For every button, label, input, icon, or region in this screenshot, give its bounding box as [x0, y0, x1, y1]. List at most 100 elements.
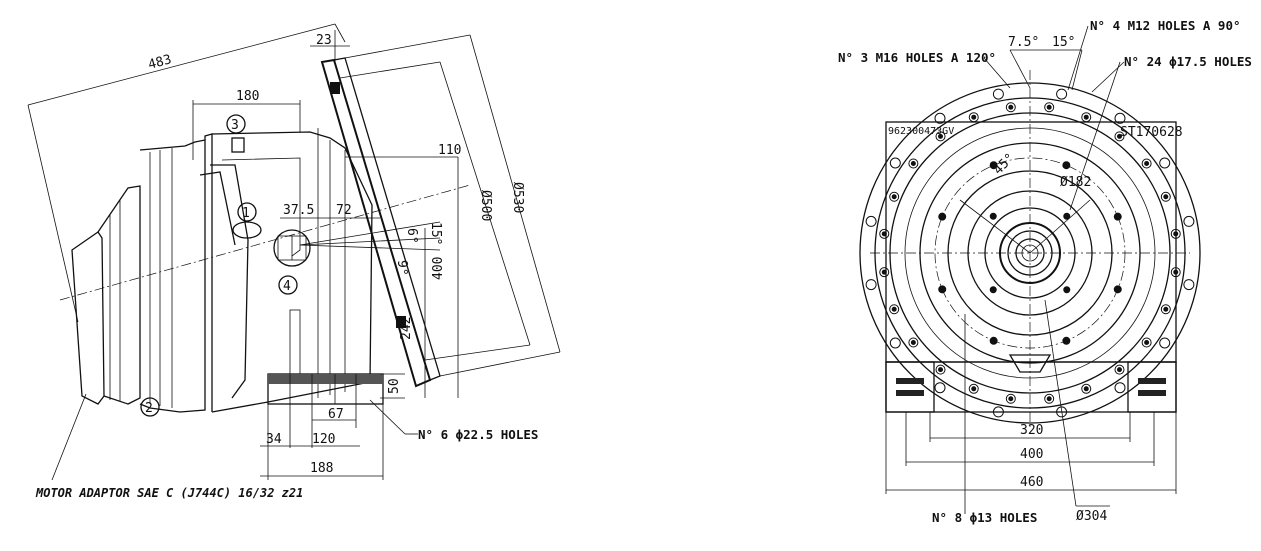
- bolt-hole: [992, 406, 1004, 418]
- bolt-hole: [971, 386, 977, 392]
- note-m12: N° 4 M12 HOLES A 90°: [1090, 18, 1241, 33]
- bolt-hole: [1056, 88, 1068, 100]
- angle-15-front: 15°: [1052, 35, 1075, 50]
- dim-188: 188: [310, 461, 333, 476]
- dim-37-5: 37.5: [283, 203, 314, 218]
- angle-7-5: 7.5°: [1008, 35, 1039, 50]
- bolt-hole: [1160, 304, 1171, 315]
- bolt-hole: [989, 286, 997, 294]
- bolt-hole: [1114, 364, 1125, 375]
- bolt-hole: [1183, 215, 1195, 227]
- bolt-hole: [889, 304, 900, 315]
- dim-110: 110: [438, 143, 461, 158]
- bolt-hole: [865, 215, 877, 227]
- bolt-hole: [1114, 112, 1126, 124]
- bolt-hole: [1008, 396, 1014, 402]
- front-view: 962300473GV ST170628 7.5° 15° 45° Ø182 N…: [838, 18, 1252, 525]
- dim-320: 320: [1020, 423, 1043, 438]
- dia-530: Ø530: [510, 182, 525, 213]
- angle-9: 9°: [394, 260, 409, 276]
- bolt-hole: [1159, 337, 1171, 349]
- bolt-hole: [879, 267, 890, 278]
- bolt-hole: [889, 157, 901, 169]
- bolt-hole: [1083, 386, 1089, 392]
- bolt-hole: [1173, 231, 1179, 237]
- bolt-hole: [910, 339, 916, 345]
- dia-304: Ø304: [1076, 509, 1107, 524]
- bolt-hole: [938, 285, 947, 294]
- dia-500: Ø500: [478, 190, 493, 221]
- bolt-hole: [891, 306, 897, 312]
- bolt-hole: [1160, 191, 1171, 202]
- dim-34: 34: [266, 432, 282, 447]
- bolt-hole: [1062, 161, 1071, 170]
- bolt-hole: [1005, 393, 1016, 404]
- callout-3: 3: [231, 118, 239, 133]
- bolt-hole: [1044, 393, 1055, 404]
- bolt-hole: [1183, 279, 1195, 291]
- bolt-hole: [1144, 339, 1150, 345]
- bolt-hole: [1063, 286, 1071, 294]
- bolt-hole: [1081, 383, 1092, 394]
- bolt-hole: [1173, 269, 1179, 275]
- bolt-hole: [1044, 102, 1055, 113]
- dim-400-front: 400: [1020, 447, 1043, 462]
- note-motor-adaptor: MOTOR ADAPTOR SAE C (J744C) 16/32 z21: [35, 486, 303, 500]
- bolt-hole: [910, 161, 916, 167]
- callout-4: 4: [283, 279, 291, 294]
- bolt-hole: [934, 112, 946, 124]
- bolt-hole: [989, 336, 998, 345]
- bolt-hole: [1170, 228, 1181, 239]
- bolt-hole: [1081, 112, 1092, 123]
- bolt-hole: [889, 191, 900, 202]
- callout-2: 2: [145, 401, 153, 416]
- bolt-hole: [1005, 102, 1016, 113]
- callout-1: 1: [242, 206, 250, 221]
- dim-242: 242: [399, 317, 414, 340]
- bolt-hole: [1113, 285, 1122, 294]
- bolt-hole: [938, 212, 947, 221]
- dim-460: 460: [1020, 475, 1043, 490]
- part-number-left: 962300473GV: [888, 126, 954, 137]
- side-view: 483: [27, 23, 561, 500]
- dim-400-side: 400: [431, 257, 446, 280]
- bolt-circle-24: [865, 88, 1195, 418]
- note-m16: N° 3 M16 HOLES A 120°: [838, 50, 996, 65]
- bolt-hole: [908, 337, 919, 348]
- bolt-hole: [891, 194, 897, 200]
- dim-72: 72: [336, 203, 352, 218]
- bolt-hole: [1114, 382, 1126, 394]
- bolt-hole: [1008, 104, 1014, 110]
- bolt-hole: [1144, 161, 1150, 167]
- bolt-hole: [1062, 336, 1071, 345]
- dim-67: 67: [328, 407, 344, 422]
- bolt-hole: [889, 337, 901, 349]
- bolt-hole: [938, 367, 944, 373]
- bolt-hole: [879, 228, 890, 239]
- bolt-hole: [1163, 306, 1169, 312]
- bolt-hole: [968, 112, 979, 123]
- bolt-hole: [938, 133, 944, 139]
- bolt-hole: [1083, 114, 1089, 120]
- bolt-hole: [1170, 267, 1181, 278]
- bolt-hole: [1116, 133, 1122, 139]
- dim-120: 120: [312, 432, 335, 447]
- bolt-hole: [908, 158, 919, 169]
- bolt-hole: [934, 382, 946, 394]
- bolt-hole: [1046, 396, 1052, 402]
- bolt-hole: [971, 114, 977, 120]
- bolt-hole: [1056, 406, 1068, 418]
- note-holes-side: N° 6 ϕ22.5 HOLES: [418, 427, 538, 442]
- bolt-hole: [881, 231, 887, 237]
- bolt-hole: [1114, 131, 1125, 142]
- bolt-hole: [1141, 337, 1152, 348]
- bolt-hole: [1116, 367, 1122, 373]
- bolt-hole: [1063, 212, 1071, 220]
- bolt-hole: [1163, 194, 1169, 200]
- bolt-hole: [935, 364, 946, 375]
- bolt-hole: [935, 131, 946, 142]
- bolt-hole: [989, 161, 998, 170]
- bolt-hole: [881, 269, 887, 275]
- bolt-hole: [1046, 104, 1052, 110]
